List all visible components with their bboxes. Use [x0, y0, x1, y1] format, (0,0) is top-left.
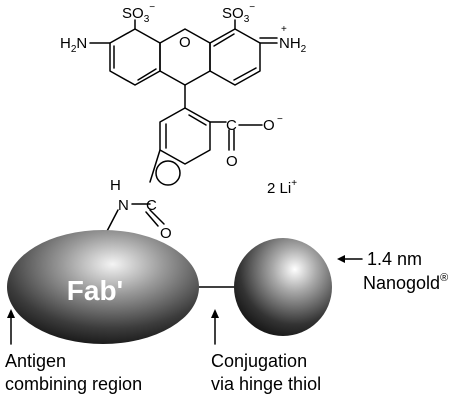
carboxy-oxygen: O: [263, 117, 275, 134]
left-ring: [109, 28, 161, 86]
amide-oxygen: O: [160, 225, 172, 242]
nanogold-size-label: 1.4 nm: [367, 249, 422, 269]
carbonyl-oxygen: O: [226, 153, 238, 170]
conjugation-label-line1: Conjugation: [211, 351, 307, 371]
bridge-oxygen-label: O: [179, 34, 191, 51]
amide-carbon: C: [146, 197, 157, 214]
counterion-label: 2 Li+: [267, 178, 297, 197]
conjugation-label-line2: via hinge thiol: [211, 374, 321, 394]
hinge-arrow: [211, 309, 219, 345]
nh2-label: NH2: [279, 35, 307, 55]
so3-left-label: SO3−: [122, 2, 155, 25]
antigen-arrow: [7, 309, 15, 345]
h2n-label: H2N: [60, 35, 87, 55]
amide-nitrogen: N: [118, 197, 129, 214]
nanogold-name-label: Nanogold®: [363, 272, 448, 293]
fab-label: Fab': [67, 275, 123, 306]
fab-fragment: [7, 230, 199, 344]
attachment-ring: [155, 160, 181, 186]
antigen-label-line1: Antigen: [5, 351, 66, 371]
carboxyl-carbon: C: [226, 117, 237, 134]
right-ring: [209, 28, 261, 86]
so3-right-label: SO3−: [222, 2, 255, 25]
nh2-charge: +: [281, 24, 287, 35]
antigen-label-line2: combining region: [5, 374, 142, 394]
carboxy-charge: −: [277, 114, 283, 125]
benzoate-ring: [159, 107, 211, 165]
nanogold-arrow: [337, 255, 363, 263]
nanogold-sphere: [234, 238, 332, 336]
dye-structure: SO3− SO3− H2N O NH2 + C O O − 2 Li+ H N …: [60, 2, 307, 242]
amide-hydrogen: H: [110, 177, 121, 194]
